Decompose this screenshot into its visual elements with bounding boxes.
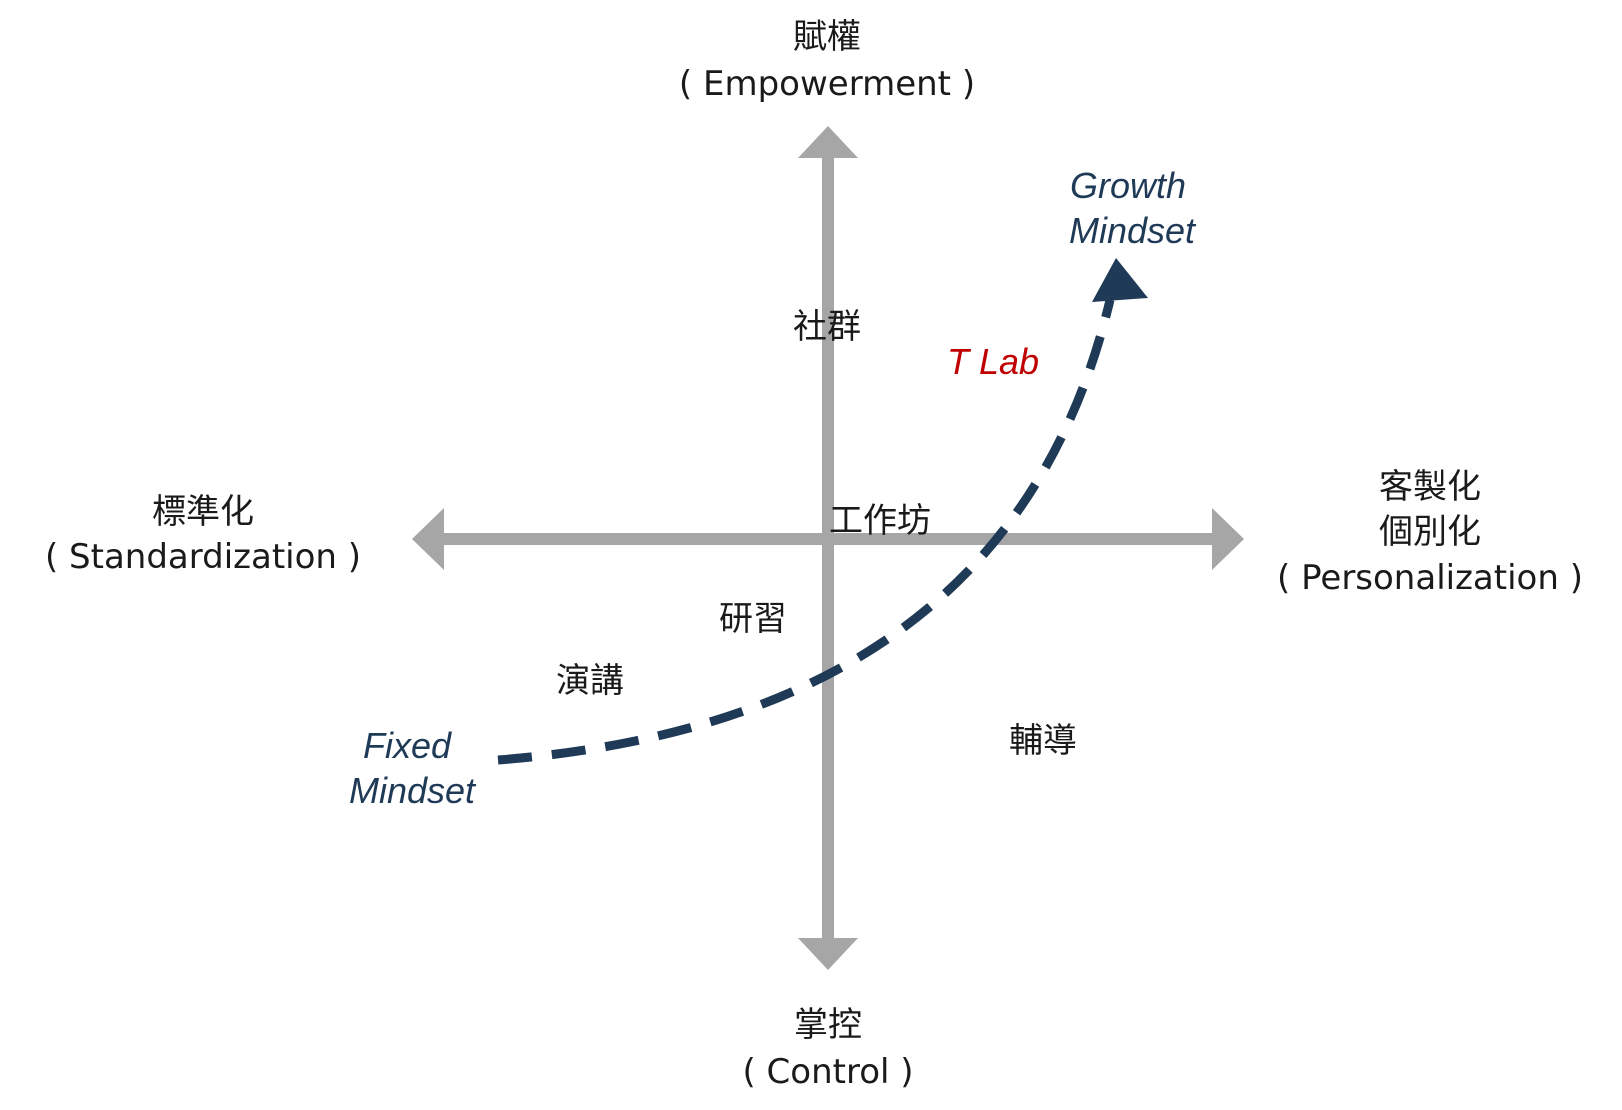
- t-lab-label: T Lab: [947, 341, 1039, 382]
- fixed-mindset-label-line2: Mindset: [349, 770, 477, 811]
- item-workshop: 工作坊: [829, 501, 931, 541]
- left-arrowhead: [412, 508, 444, 570]
- top-axis-label-en: ( Empowerment ): [679, 64, 975, 104]
- vertical-axis-line: [822, 152, 834, 942]
- right-axis-label-en: ( Personalization ): [1277, 558, 1583, 598]
- growth-mindset-label-line1: Growth: [1070, 165, 1186, 206]
- item-study: 研習: [719, 599, 787, 639]
- top-arrowhead: [798, 126, 858, 158]
- right-axis-label-zh2: 個別化: [1379, 512, 1481, 552]
- growth-curve: [497, 298, 1115, 765]
- right-axis-label-zh1: 客製化: [1379, 467, 1481, 507]
- bottom-arrowhead: [798, 938, 858, 970]
- right-arrowhead: [1212, 508, 1244, 570]
- vertical-axis: [798, 126, 858, 970]
- left-axis-label-en: ( Standardization ): [45, 537, 361, 577]
- bottom-axis-label-zh: 掌控: [794, 1005, 862, 1045]
- item-lecture: 演講: [556, 661, 624, 701]
- fixed-mindset-label-line1: Fixed: [363, 725, 452, 766]
- bottom-axis-label-en: ( Control ): [742, 1052, 913, 1092]
- growth-mindset-label-line2: Mindset: [1069, 210, 1197, 251]
- item-coaching: 輔導: [1009, 721, 1077, 761]
- top-axis-label-zh: 賦權: [793, 17, 861, 57]
- left-axis-label-zh: 標準化: [152, 492, 254, 532]
- growth-curve-arrowhead: [1092, 258, 1148, 302]
- item-community: 社群: [793, 307, 861, 347]
